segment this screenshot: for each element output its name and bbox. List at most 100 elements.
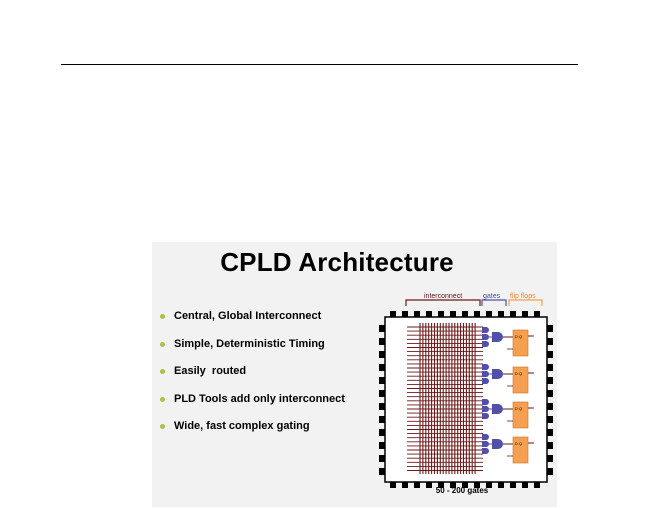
input-gate-icon — [482, 327, 489, 333]
pin-left — [379, 416, 385, 423]
cpld-diagram: D Q D Q D Q D Q interconnect gates flip flo… — [372, 287, 557, 507]
flip-flop-icon — [512, 366, 529, 394]
pin-right — [547, 351, 553, 358]
interconnect-label: interconnect — [424, 293, 463, 300]
input-gate-icon — [482, 434, 489, 440]
bullet-item: Simple, Deterministic Timing — [160, 338, 345, 366]
pin-top — [534, 311, 540, 317]
flip-flop-icon — [512, 329, 529, 357]
pin-right — [547, 364, 553, 371]
interconnect-bracket — [405, 299, 481, 306]
gate-count-label: 50 - 200 gates — [435, 486, 489, 495]
pin-right — [547, 377, 553, 384]
bullet-icon — [160, 369, 165, 374]
pin-right — [547, 416, 553, 423]
input-gate-icon — [482, 441, 489, 447]
pin-top — [402, 311, 408, 317]
pin-top — [474, 311, 480, 317]
cpld-diagram-svg: D Q D Q D Q D Q — [379, 299, 553, 488]
flip-flop-icon — [512, 436, 529, 464]
gates-bracket — [481, 299, 507, 306]
input-gate-icon — [482, 406, 489, 412]
and-gate-icon — [492, 332, 503, 342]
bullet-text: Central, Global Interconnect — [174, 310, 322, 322]
input-gate-icon — [482, 448, 489, 454]
flip-flop-pins: D Q — [515, 406, 522, 411]
flip-flop-icon — [512, 401, 529, 429]
bullet-text: Wide, fast complex gating — [174, 420, 310, 432]
pin-top — [414, 311, 420, 317]
bullet-icon — [160, 341, 165, 347]
pin-top — [390, 311, 396, 317]
pin-bottom — [522, 482, 528, 488]
bullet-text: Simple, Deterministic Timing — [174, 337, 325, 350]
input-gate-icon — [482, 371, 489, 377]
input-gate-icon — [482, 378, 489, 384]
flip-flops-label: flip flops — [510, 293, 536, 300]
pin-top — [510, 311, 516, 317]
bullet-item: PLD Tools add only interconnect — [160, 393, 345, 421]
pin-right — [547, 338, 553, 345]
pin-left — [379, 377, 385, 384]
pin-left — [379, 364, 385, 371]
and-gate-icon — [492, 369, 503, 379]
pin-right — [547, 455, 553, 462]
pin-left — [379, 442, 385, 449]
pin-bottom — [402, 482, 408, 488]
bullet-item: Central, Global Interconnect — [160, 310, 345, 338]
bullet-item: Easily routed — [160, 365, 345, 393]
pin-left — [379, 390, 385, 397]
flip-flop-pins: D Q — [515, 334, 522, 339]
pin-left — [379, 338, 385, 345]
pin-right — [547, 325, 553, 332]
pin-top — [450, 311, 456, 317]
pin-left — [379, 325, 385, 332]
bullet-icon — [160, 396, 165, 402]
pin-top — [438, 311, 444, 317]
pin-bottom — [510, 482, 516, 488]
pin-top — [522, 311, 528, 317]
pin-bottom — [426, 482, 432, 488]
pin-bottom — [486, 482, 492, 488]
pin-top — [426, 311, 432, 317]
bullet-item: Wide, fast complex gating — [160, 420, 345, 448]
pin-left — [379, 468, 385, 475]
pin-bottom — [414, 482, 420, 488]
pin-right — [547, 403, 553, 410]
slide-title: CPLD Architecture — [220, 247, 454, 277]
input-gate-icon — [482, 413, 489, 419]
pin-right — [547, 429, 553, 436]
pin-bottom — [390, 482, 396, 488]
input-gate-icon — [482, 334, 489, 340]
bullet-icon — [160, 424, 165, 429]
flip-flop-pins: D Q — [515, 441, 522, 446]
gates-label: gates — [483, 293, 501, 300]
input-gate-icon — [482, 399, 489, 405]
bullet-list: Central, Global Interconnect Simple, Det… — [160, 310, 345, 448]
pin-left — [379, 429, 385, 436]
flip-flop-pins: D Q — [515, 371, 522, 376]
horizontal-rule — [61, 64, 578, 65]
input-gate-icon — [482, 364, 489, 370]
pin-bottom — [498, 482, 504, 488]
pin-bottom — [534, 482, 540, 488]
bullet-text: PLD Tools add only interconnect — [174, 392, 345, 405]
bullet-text: Easily routed — [174, 365, 247, 377]
slide-image: CPLD Architecture Central, Global Interc… — [152, 242, 557, 507]
and-gate-icon — [492, 404, 503, 414]
and-gate-icon — [492, 439, 503, 449]
pin-right — [547, 468, 553, 475]
pin-left — [379, 351, 385, 358]
pin-bottom — [450, 482, 456, 488]
input-gate-icon — [482, 341, 489, 347]
pin-right — [547, 442, 553, 449]
pin-top — [462, 311, 468, 317]
pin-bottom — [438, 482, 444, 488]
pin-right — [547, 390, 553, 397]
pin-top — [498, 311, 504, 317]
pin-bottom — [462, 482, 468, 488]
bullet-icon — [160, 314, 165, 319]
pin-left — [379, 403, 385, 410]
pin-top — [486, 311, 492, 317]
pin-left — [379, 455, 385, 462]
